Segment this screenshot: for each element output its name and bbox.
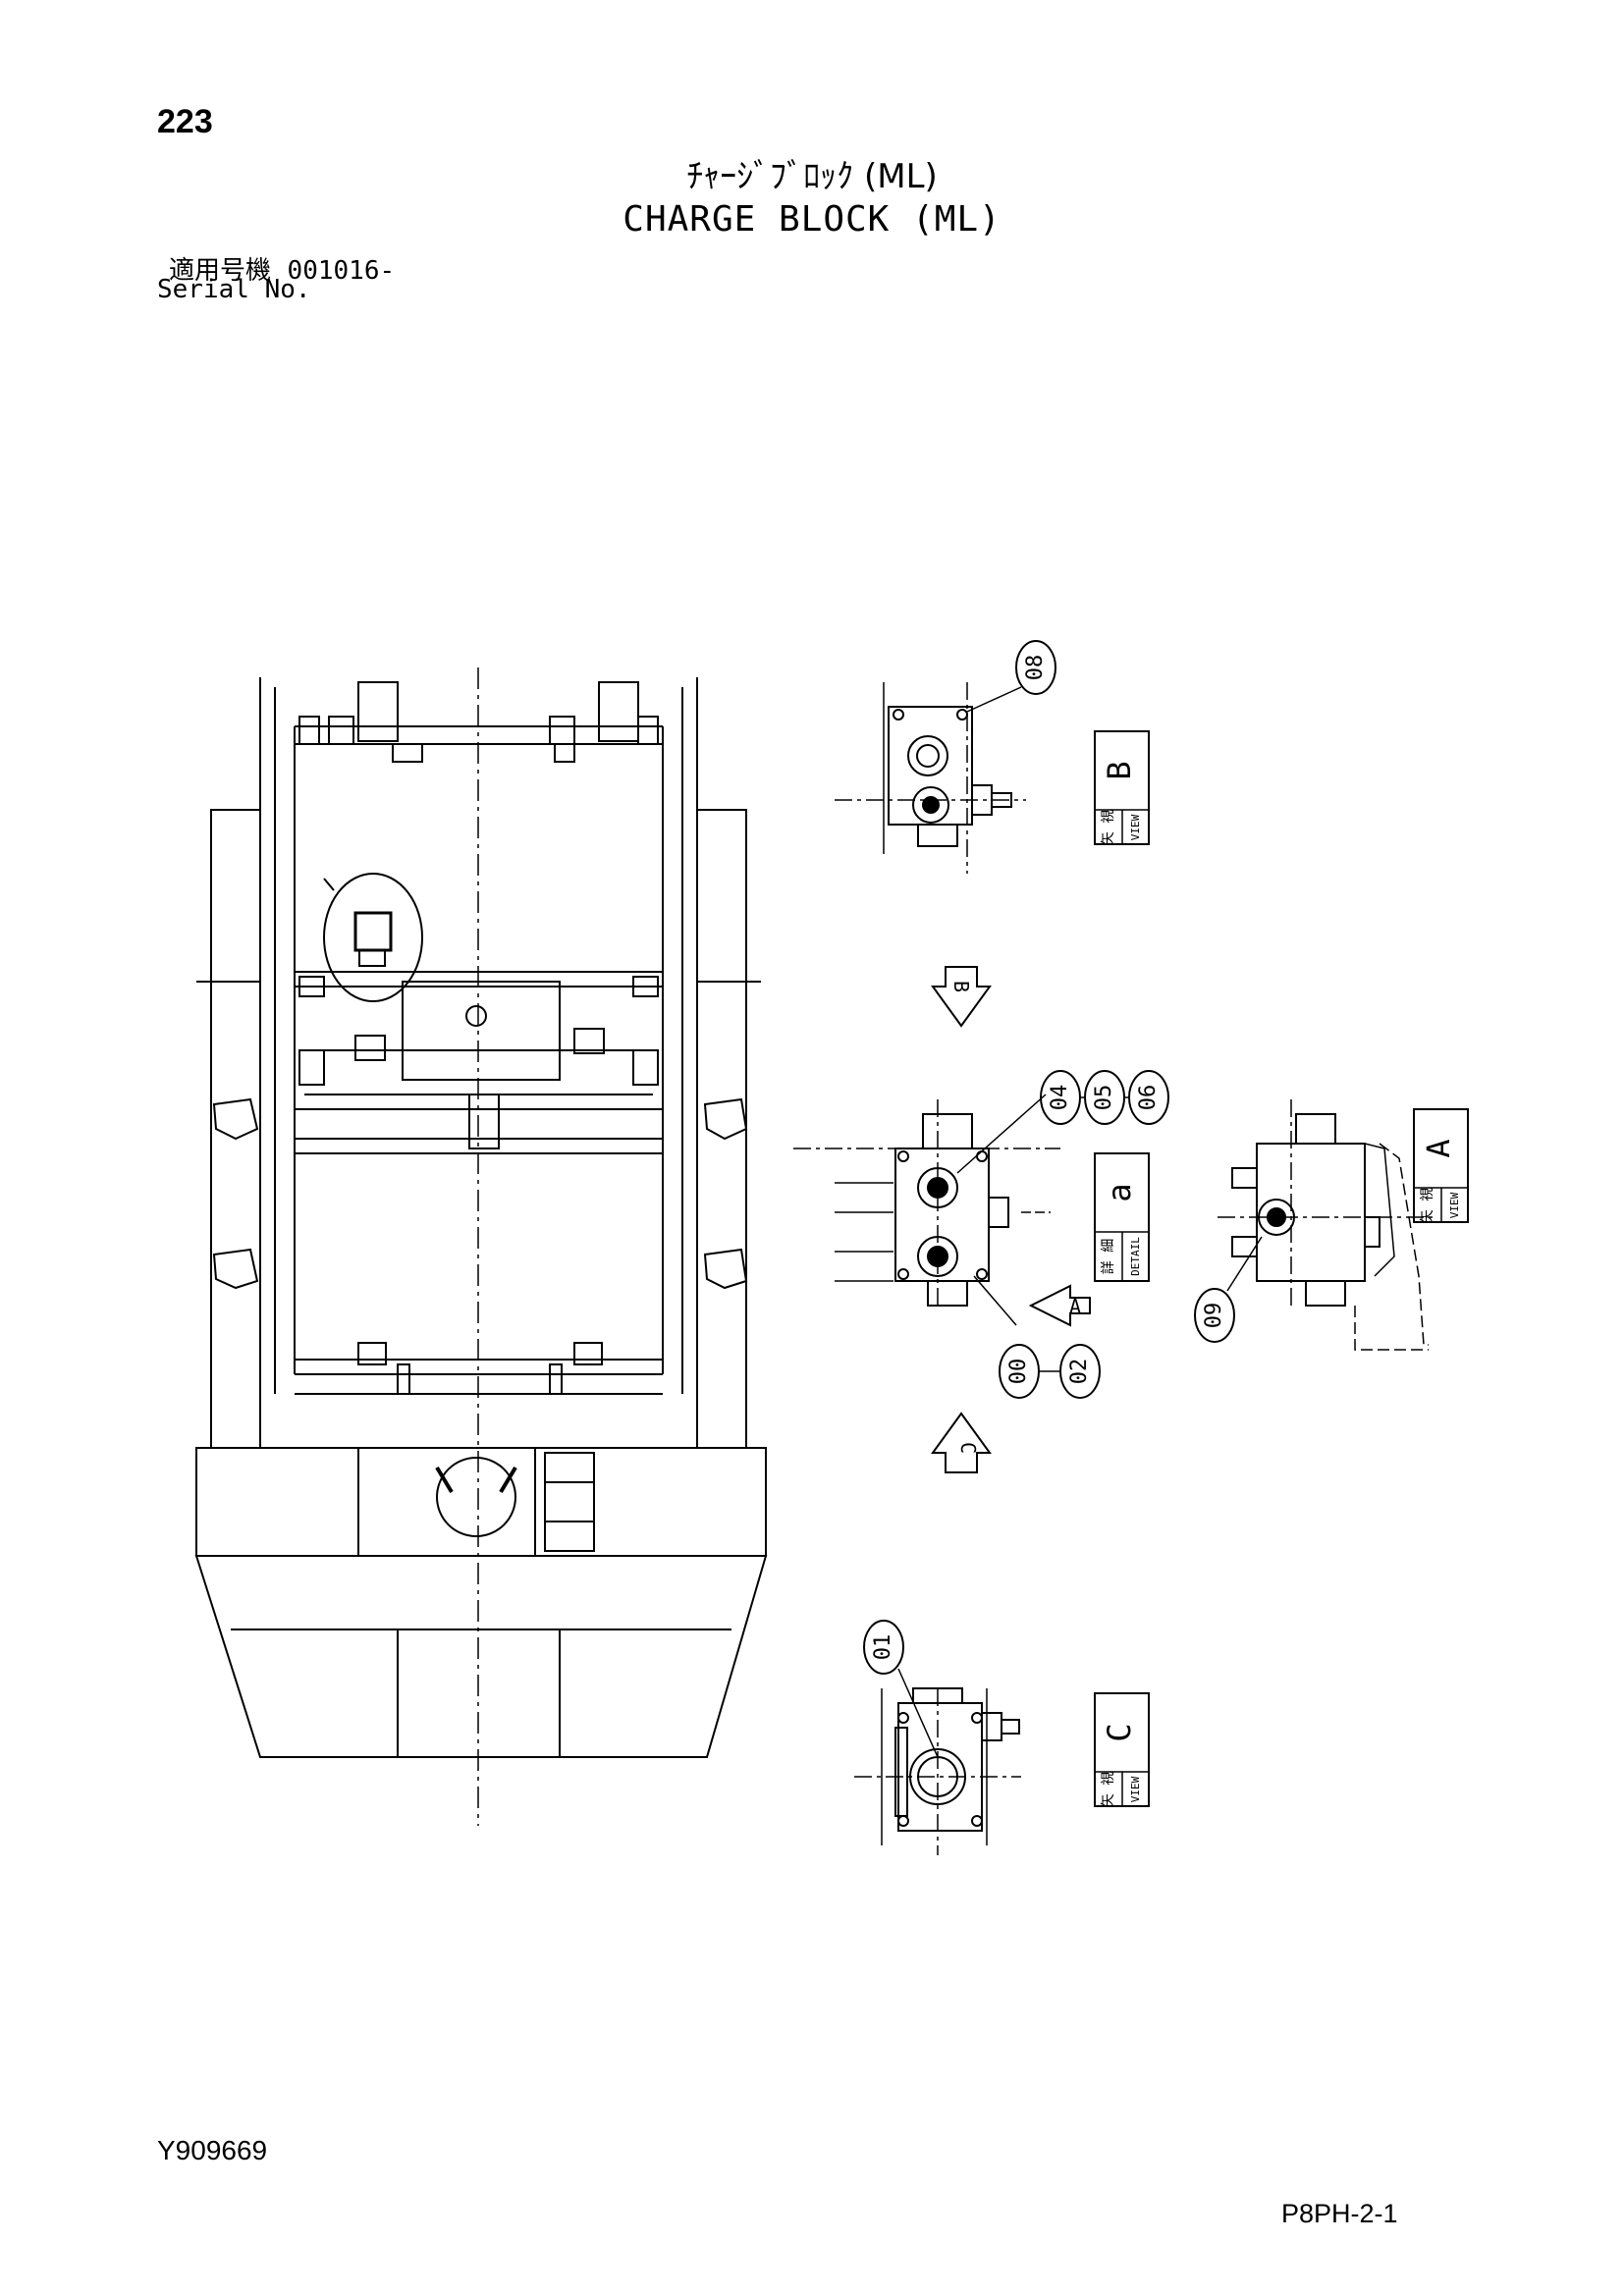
callout-00: 00 (999, 1344, 1040, 1399)
view-direction-arrows: B A C (931, 966, 1091, 1473)
callout-05: 05 (1084, 1070, 1125, 1125)
serial-label-english: Serial No. (157, 275, 311, 304)
svg-text:VIEW: VIEW (1448, 1192, 1461, 1218)
svg-text:矢 視: 矢 視 (1420, 1188, 1435, 1223)
svg-text:詳 細: 詳 細 (1101, 1239, 1116, 1274)
main-frame-drawing (194, 667, 768, 1826)
callouts: 08 04 05 06 00 02 09 01 (863, 640, 1235, 1675)
view-label-c: C 矢 視 VIEW (1094, 1692, 1150, 1807)
svg-text:04: 04 (1048, 1085, 1072, 1111)
view-c-letter: C (1101, 1723, 1138, 1741)
arrow-b-label: B (949, 981, 973, 992)
view-b-drawing (835, 682, 1026, 874)
view-label-a: A 矢 視 VIEW (1413, 1108, 1469, 1223)
view-a-letter: A (1420, 1139, 1457, 1157)
callout-08: 08 (1015, 640, 1056, 695)
svg-text:VIEW: VIEW (1129, 1776, 1142, 1802)
arrow-b-icon: B (931, 966, 992, 1028)
serial-value: 001016- (287, 256, 396, 286)
arrow-c-icon: C (931, 1412, 992, 1473)
svg-text:矢 視: 矢 視 (1101, 1772, 1116, 1807)
svg-text:00: 00 (1006, 1359, 1031, 1385)
view-c-drawing (854, 1668, 1021, 1855)
callout-09: 09 (1194, 1288, 1235, 1343)
serial-label-japanese: 適用号機 (169, 256, 272, 286)
detail-a-letter: a (1101, 1183, 1138, 1201)
callout-02: 02 (1059, 1344, 1101, 1399)
detail-a-drawing (793, 1094, 1060, 1326)
svg-text:02: 02 (1067, 1359, 1092, 1385)
arrow-a-label: A (1069, 1295, 1081, 1318)
sheet-code: P8PH-2-1 (1281, 2199, 1398, 2228)
svg-text:06: 06 (1136, 1085, 1161, 1111)
svg-text:DETAIL: DETAIL (1129, 1237, 1142, 1276)
view-b-letter: B (1101, 761, 1138, 779)
view-label-b: B 矢 視 VIEW (1094, 730, 1150, 845)
svg-text:VIEW: VIEW (1129, 814, 1142, 840)
arrow-c-label: C (956, 1442, 980, 1454)
svg-text:矢 視: 矢 視 (1101, 810, 1116, 845)
callout-04: 04 (1040, 1070, 1081, 1125)
svg-text:08: 08 (1023, 655, 1048, 681)
arrow-a-icon: A (1028, 1284, 1091, 1327)
view-a-drawing (1218, 1099, 1434, 1351)
serial-number-line: 適用号機 001016- (169, 250, 395, 287)
title-english: CHARGE BLOCK (ML) (623, 199, 1001, 240)
callout-06: 06 (1128, 1070, 1169, 1125)
document-code: Y909669 (157, 2135, 268, 2165)
title-japanese: ﾁｬｰｼﾞﾌﾞﾛｯｸ (ML) (686, 157, 938, 196)
detail-label-a: a 詳 細 DETAIL (1094, 1152, 1150, 1282)
svg-text:01: 01 (871, 1634, 895, 1661)
svg-text:09: 09 (1202, 1303, 1226, 1329)
page-number: 223 (157, 103, 213, 140)
svg-text:05: 05 (1092, 1085, 1116, 1111)
callout-01: 01 (863, 1620, 904, 1675)
